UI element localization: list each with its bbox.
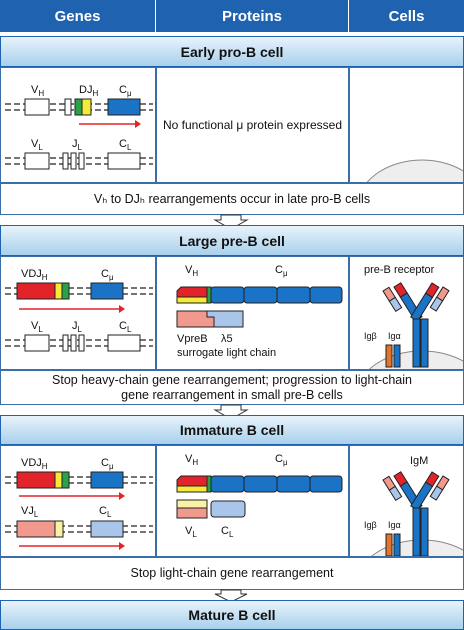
cmu-label-2: Cμ	[101, 268, 114, 282]
immature-cells-cell: IgM Igβ Igα	[349, 445, 464, 557]
surrogate-label: surrogate light chain	[177, 347, 276, 359]
cl-label-protein: CL	[221, 525, 234, 539]
vdjh-label-2: VDJH	[21, 457, 48, 471]
immature-proteins-cell: VH Cμ VL CL	[156, 445, 349, 557]
vh-label-protein-2: VH	[185, 453, 198, 467]
large-gene-diagram: VDJH Cμ VL JL CL	[5, 268, 153, 352]
heavy-light-chain-diagram: VH Cμ VL CL	[176, 453, 343, 539]
large-cells-cell: pre-B receptor Igβ Igα	[349, 256, 464, 370]
large-note-line2: gene rearrangement in small pre-B cells	[121, 387, 343, 402]
iga-label: Igα	[388, 331, 401, 341]
igm-receptor-diagram: IgM Igβ Igα	[364, 455, 463, 556]
vl-label: VL	[31, 138, 43, 152]
header-proteins: Proteins	[156, 0, 349, 32]
stage-title-early-pro-b: Early pro-B cell	[0, 36, 464, 67]
cl-label-3: CL	[99, 505, 112, 519]
early-proteins-cell: No functional μ protein expressed	[156, 67, 349, 183]
immature-gene-diagram: VDJH Cμ VJL CL	[5, 457, 153, 550]
early-cells-cell	[349, 67, 464, 183]
heavy-chain-surrogate-diagram: VH Cμ VpreB λ5 surrogate light chain	[176, 264, 343, 359]
early-genes-cell: VH DJH Cμ VL JL CL	[0, 67, 156, 183]
stage-title-mature-b: Mature B cell	[0, 600, 464, 630]
cmu-label: Cμ	[119, 84, 132, 98]
early-note: Vₕ to DJₕ rearrangements occur in late p…	[0, 183, 464, 215]
cl-label-2: CL	[119, 320, 132, 334]
header-genes: Genes	[0, 0, 156, 32]
large-genes-cell: VDJH Cμ VL JL CL	[0, 256, 156, 370]
cl-label: CL	[119, 138, 132, 152]
header-cells: Cells	[349, 0, 464, 32]
igb-label-2: Igβ	[364, 520, 377, 530]
immature-genes-cell: VDJH Cμ VJL CL	[0, 445, 156, 557]
jl-label-2: JL	[72, 320, 83, 334]
stage-title-large-pre-b: Large pre-B cell	[0, 225, 464, 256]
large-proteins-cell: VH Cμ VpreB λ5 surrogate light chain	[156, 256, 349, 370]
vdjh-label: VDJH	[21, 268, 48, 282]
early-gene-diagram: VH DJH Cμ VL JL CL	[5, 84, 153, 170]
stage-title-immature-b: Immature B cell	[0, 415, 464, 445]
vl-label-protein: VL	[185, 525, 197, 539]
cmu-label-protein: Cμ	[275, 264, 288, 278]
vpreb-label: VpreB	[177, 333, 208, 345]
cmu-label-protein-2: Cμ	[275, 453, 288, 467]
vh-label: VH	[31, 84, 44, 98]
large-note: Stop heavy-chain gene rearrangement; pro…	[0, 370, 464, 405]
transition-arrow-3	[214, 589, 248, 603]
cmu-label-3: Cμ	[101, 457, 114, 471]
igb-label: Igβ	[364, 331, 377, 341]
vh-label-protein: VH	[185, 264, 198, 278]
vl-label-2: VL	[31, 320, 43, 334]
iga-label-2: Igα	[388, 520, 401, 530]
cell-membrane-early	[366, 159, 463, 182]
djh-label: DJH	[79, 84, 98, 98]
large-note-line1: Stop heavy-chain gene rearrangement; pro…	[52, 372, 412, 387]
transition-arrow-2	[213, 404, 249, 420]
pre-b-receptor-diagram: pre-B receptor Igβ Igα	[364, 264, 463, 369]
igm-label: IgM	[410, 455, 428, 467]
vjl-label: VJL	[21, 505, 39, 519]
lambda5-label: λ5	[221, 333, 233, 345]
jl-label: JL	[72, 138, 83, 152]
transition-arrow-1	[213, 214, 249, 230]
pre-b-receptor-label: pre-B receptor	[364, 264, 435, 276]
immature-note: Stop light-chain gene rearrangement	[0, 557, 464, 590]
no-protein-text: No functional μ protein expressed	[162, 118, 342, 132]
